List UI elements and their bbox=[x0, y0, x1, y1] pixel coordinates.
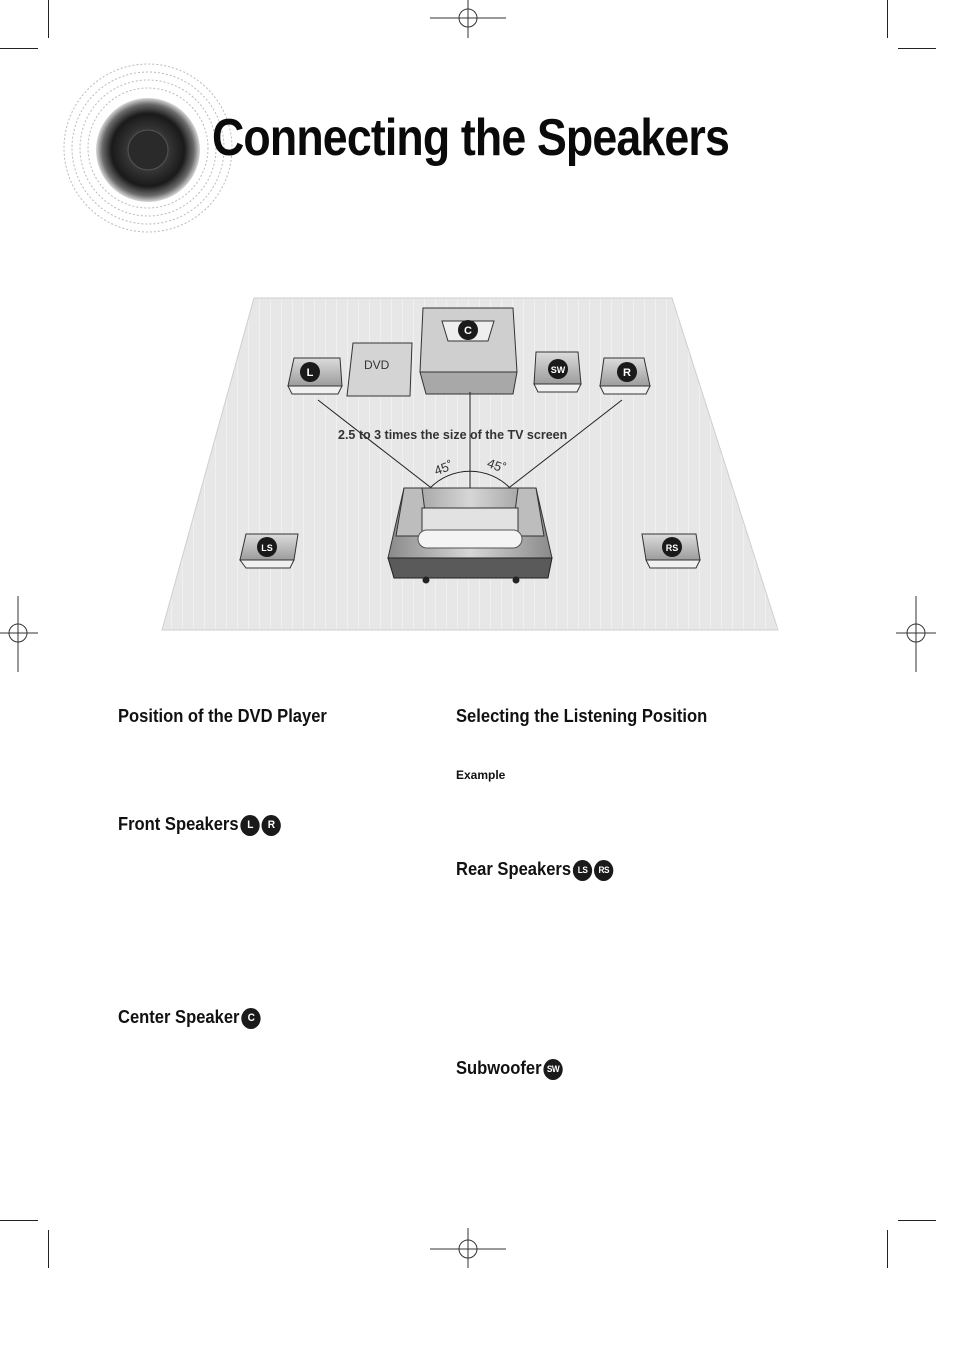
badge-sw-icon: SW bbox=[543, 1058, 563, 1080]
badge-l-icon: L bbox=[240, 814, 260, 836]
badge-c-icon: C bbox=[241, 1007, 261, 1029]
svg-text:R: R bbox=[623, 367, 631, 379]
listening-position-heading: Selecting the Listening Position bbox=[456, 706, 708, 726]
sofa bbox=[387, 487, 553, 584]
badge-subwoofer: SW bbox=[548, 359, 568, 379]
badge-left: L bbox=[300, 362, 320, 382]
badge-right: R bbox=[617, 362, 637, 382]
position-heading: Position of the DVD Player bbox=[118, 706, 327, 726]
svg-text:RS: RS bbox=[666, 543, 679, 553]
svg-text:L: L bbox=[307, 367, 314, 379]
svg-text:LS: LS bbox=[261, 543, 273, 553]
speaker-logo-icon bbox=[63, 63, 233, 233]
dvd-label: DVD bbox=[364, 358, 390, 372]
badge-ls-icon: LS bbox=[572, 859, 593, 881]
svg-text:C: C bbox=[464, 325, 472, 337]
tv-set bbox=[419, 307, 518, 395]
badge-left-surround: LS bbox=[257, 537, 277, 557]
page-title: Connecting the Speakers bbox=[212, 109, 730, 167]
badge-r-icon: R bbox=[261, 814, 281, 836]
dvd-player: DVD bbox=[346, 342, 413, 397]
right-front-speaker bbox=[599, 357, 651, 395]
angle-left-label: 45˚ bbox=[432, 458, 455, 479]
distance-label: 2.5 to 3 times the size of the TV screen bbox=[338, 428, 567, 442]
speaker-layout-diagram: DVD 2.5 to 3 times the si bbox=[161, 297, 779, 631]
badge-rs-icon: RS bbox=[594, 859, 614, 881]
svg-text:SW: SW bbox=[551, 365, 566, 375]
example-label: Example bbox=[456, 768, 506, 782]
angle-right-label: 45˚ bbox=[485, 455, 508, 476]
badge-right-surround: RS bbox=[662, 537, 682, 557]
badge-center: C bbox=[458, 320, 478, 340]
